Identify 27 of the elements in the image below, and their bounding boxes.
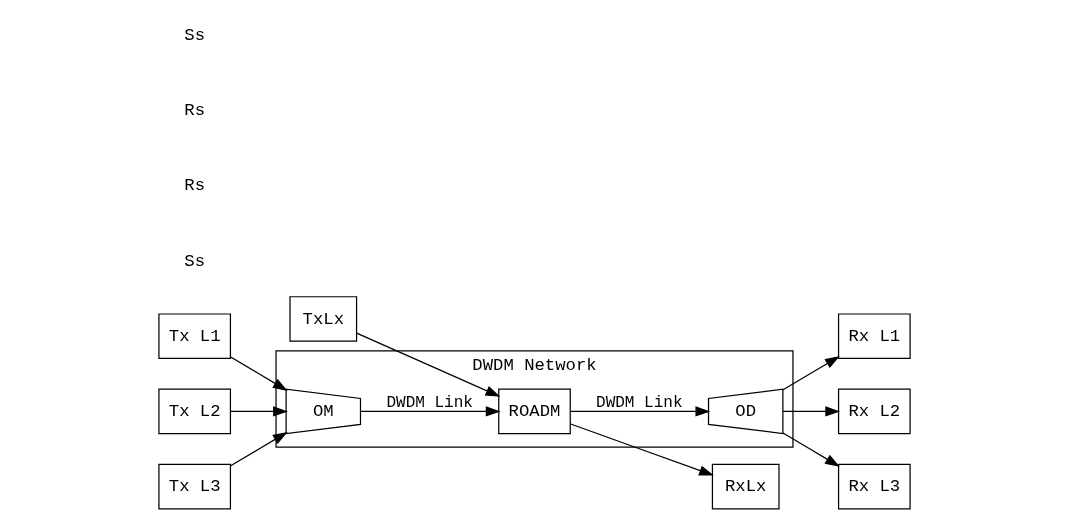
node-box: TxLx (288, 296, 357, 342)
edge-label: DWDM Link (595, 393, 683, 412)
arrow (781, 432, 840, 467)
arrow (359, 406, 501, 417)
label: Rs (183, 176, 205, 196)
label: Ss (183, 251, 205, 271)
node-box: Rx L2 (837, 388, 911, 435)
node-box: OD (707, 388, 783, 435)
node-box: Rx L3 (837, 463, 911, 510)
arrow (781, 406, 840, 417)
arrow (229, 431, 288, 467)
node-box: Tx L1 (157, 313, 231, 359)
arrow (569, 423, 714, 476)
node-box: Tx L3 (157, 463, 231, 510)
node-box: ROADM (497, 388, 571, 435)
node-box: OM (285, 388, 361, 435)
node-box: RxLx (711, 463, 780, 510)
node-box: Rx L1 (837, 313, 911, 359)
arrow (569, 406, 710, 417)
arrow (229, 406, 288, 417)
node-box: Tx L2 (157, 388, 231, 435)
label: Ss (183, 25, 205, 45)
arrow (229, 356, 288, 391)
label: Rs (183, 101, 205, 121)
edge-label: DWDM Link (385, 393, 473, 412)
arrow (355, 332, 500, 397)
arrow (781, 356, 840, 391)
